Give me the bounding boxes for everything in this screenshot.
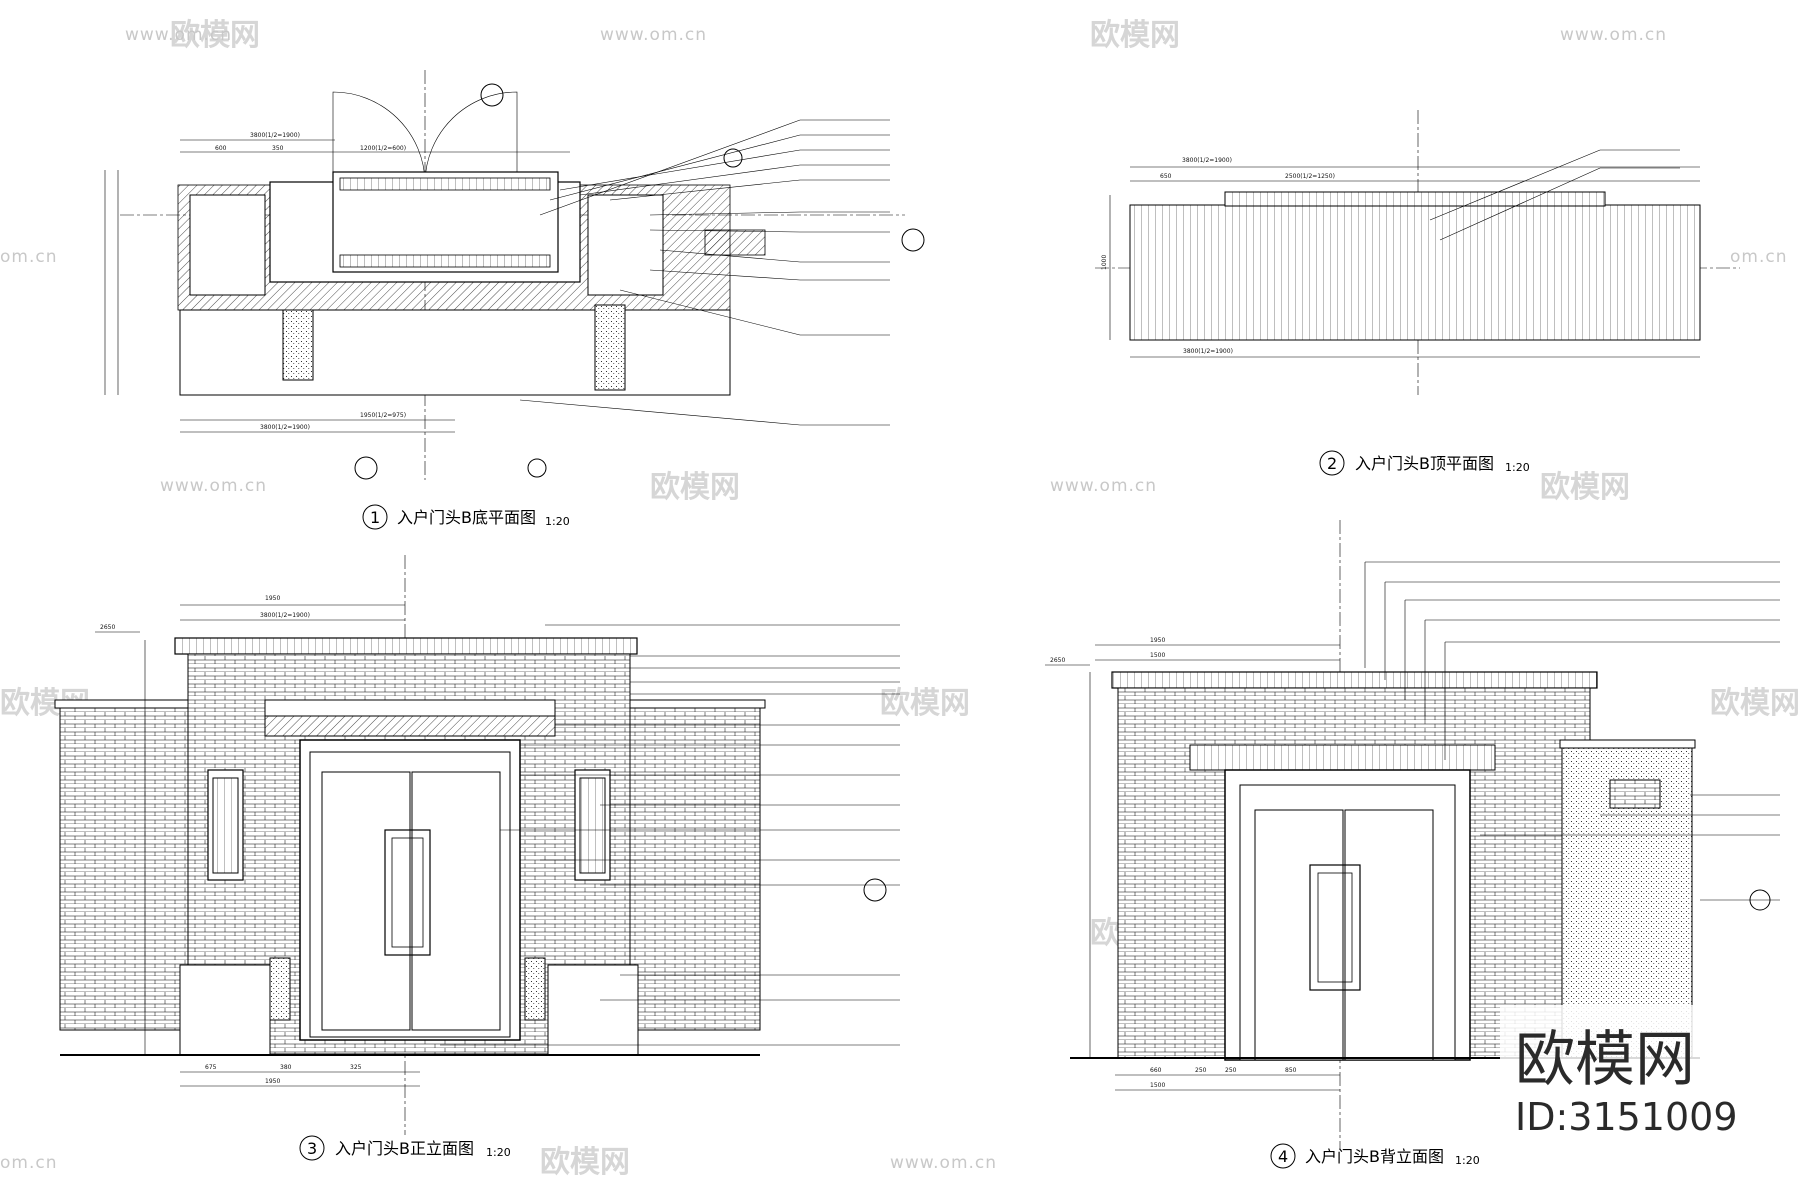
view-number: 3 — [307, 1139, 317, 1158]
dim-label: 850 — [1285, 1067, 1297, 1074]
watermark-site: om.cn — [0, 247, 58, 267]
dim-label: 1950 — [265, 1078, 280, 1085]
view-scale: 1:20 — [1505, 461, 1530, 474]
view-4-back-elevation: 1950 1500 660 250 250 850 1500 2650 — [1045, 520, 1780, 1169]
detail-marker — [1749, 889, 1771, 911]
door-leaf-right — [411, 771, 501, 1031]
view-number-circle — [362, 504, 388, 530]
view-title: 入户门头B背立面图 — [1305, 1147, 1444, 1166]
brand-stamp: 欧模网 ID:3151009 — [1500, 1005, 1800, 1155]
planter-left — [282, 309, 314, 381]
side-wall-left — [59, 704, 191, 1031]
view-number-circle — [1270, 1143, 1296, 1169]
view-2-roof-plan: 3800(1/2=1900) 650 2500(1/2=1250) 3800(1… — [1095, 110, 1740, 476]
dim-label: 1000 — [1101, 255, 1108, 270]
detail-marker — [723, 148, 743, 168]
planter-right — [594, 304, 626, 391]
door-leaf-right — [1344, 809, 1434, 1061]
dim-label: 1200(1/2=600) — [360, 145, 406, 152]
dim-label: 250 — [1225, 1067, 1237, 1074]
section-marker — [354, 456, 378, 480]
brick-ornament — [1609, 779, 1661, 809]
door-handle — [384, 829, 431, 956]
dim-label: 350 — [272, 145, 284, 152]
brand-id: ID:3151009 — [1515, 1095, 1738, 1139]
watermark-site: www.om.cn — [600, 25, 707, 45]
stone-column — [524, 957, 546, 1021]
leader-lines — [519, 119, 890, 426]
leader-lines — [1429, 149, 1680, 241]
leader-lines — [440, 624, 900, 1046]
door-leaf-left — [321, 771, 411, 1031]
door-swing-right — [424, 91, 518, 183]
stone-column — [269, 957, 291, 1021]
dim-label: 1500 — [1150, 652, 1165, 659]
watermark-logo: 欧模网 — [170, 18, 260, 53]
section-marker — [480, 83, 504, 107]
view-1-floor-plan: 3800(1/2=1900) 600 350 1200(1/2=600) 195… — [104, 70, 925, 530]
dim-label: 650 — [1160, 173, 1172, 180]
watermark-site: om.cn — [0, 1153, 58, 1173]
view-number: 1 — [370, 508, 380, 527]
dim-label: 380 — [280, 1064, 292, 1071]
roof-surface — [1129, 204, 1701, 341]
frieze — [1189, 744, 1496, 771]
view-title: 入户门头B顶平面图 — [1355, 454, 1494, 473]
dim-label: 1950 — [1150, 637, 1165, 644]
view-number-circle — [1319, 450, 1345, 476]
view-number: 2 — [1327, 454, 1337, 473]
dim-label: 250 — [1195, 1067, 1207, 1074]
watermark-logo: 欧模网 — [1540, 470, 1630, 505]
dim-label: 1950(1/2=975) — [360, 412, 406, 419]
dim-label: 1500 — [1150, 1082, 1165, 1089]
watermark-logo: 欧模网 — [650, 470, 740, 505]
door-handle — [1309, 864, 1361, 991]
section-marker — [901, 228, 925, 252]
watermark-logo: 欧模网 — [880, 686, 970, 721]
view-scale: 1:20 — [1455, 1154, 1480, 1167]
view-title: 入户门头B正立面图 — [335, 1139, 474, 1158]
roof-ridge — [1224, 191, 1606, 207]
watermark-site: om.cn — [1730, 247, 1788, 267]
cornice — [174, 637, 638, 655]
level-mark: 2650 — [100, 624, 115, 631]
dim-label: 675 — [205, 1064, 217, 1071]
dim-label: 600 — [215, 145, 227, 152]
leader-lines — [1364, 561, 1780, 901]
view-number: 4 — [1278, 1147, 1288, 1166]
door-leaf-left — [1254, 809, 1344, 1061]
view-scale: 1:20 — [545, 515, 570, 528]
view-scale: 1:20 — [486, 1146, 511, 1159]
cornice — [1111, 671, 1598, 689]
dim-label: 3800(1/2=1900) — [1183, 348, 1233, 355]
watermark-site: www.om.cn — [1560, 25, 1667, 45]
dim-label: 3800(1/2=1900) — [250, 132, 300, 139]
door-swing-left — [332, 91, 426, 183]
watermark-site: www.om.cn — [890, 1153, 997, 1173]
watermark-logo: 欧模网 — [1710, 686, 1800, 721]
planter-right — [547, 964, 639, 1056]
dim-label: 660 — [1150, 1067, 1162, 1074]
side-wall-right — [629, 704, 761, 1031]
planter-left — [179, 964, 271, 1056]
watermark-logo: 欧模网 — [1090, 18, 1180, 53]
watermark-logo: 欧模网 — [540, 1145, 630, 1180]
dim-label: 1950 — [265, 595, 280, 602]
watermark-site: www.om.cn — [1050, 476, 1157, 496]
watermark-site: www.om.cn — [125, 25, 232, 45]
section-marker — [527, 458, 547, 478]
dim-label: 3800(1/2=1900) — [260, 612, 310, 619]
view-title: 入户门头B底平面图 — [397, 508, 536, 527]
level-mark: 2650 — [1050, 657, 1065, 664]
detail-marker — [863, 878, 887, 902]
dim-label: 3800(1/2=1900) — [1182, 157, 1232, 164]
watermark-site: www.om.cn — [160, 476, 267, 496]
view-number-circle — [299, 1135, 325, 1161]
dim-label: 2500(1/2=1250) — [1285, 173, 1335, 180]
brand-name: 欧模网 — [1515, 1025, 1695, 1095]
view-3-front-elevation: 1950 3800(1/2=1900) 675 380 3 — [54, 555, 900, 1161]
dim-label: 325 — [350, 1064, 362, 1071]
dim-label: 3800(1/2=1900) — [260, 424, 310, 431]
